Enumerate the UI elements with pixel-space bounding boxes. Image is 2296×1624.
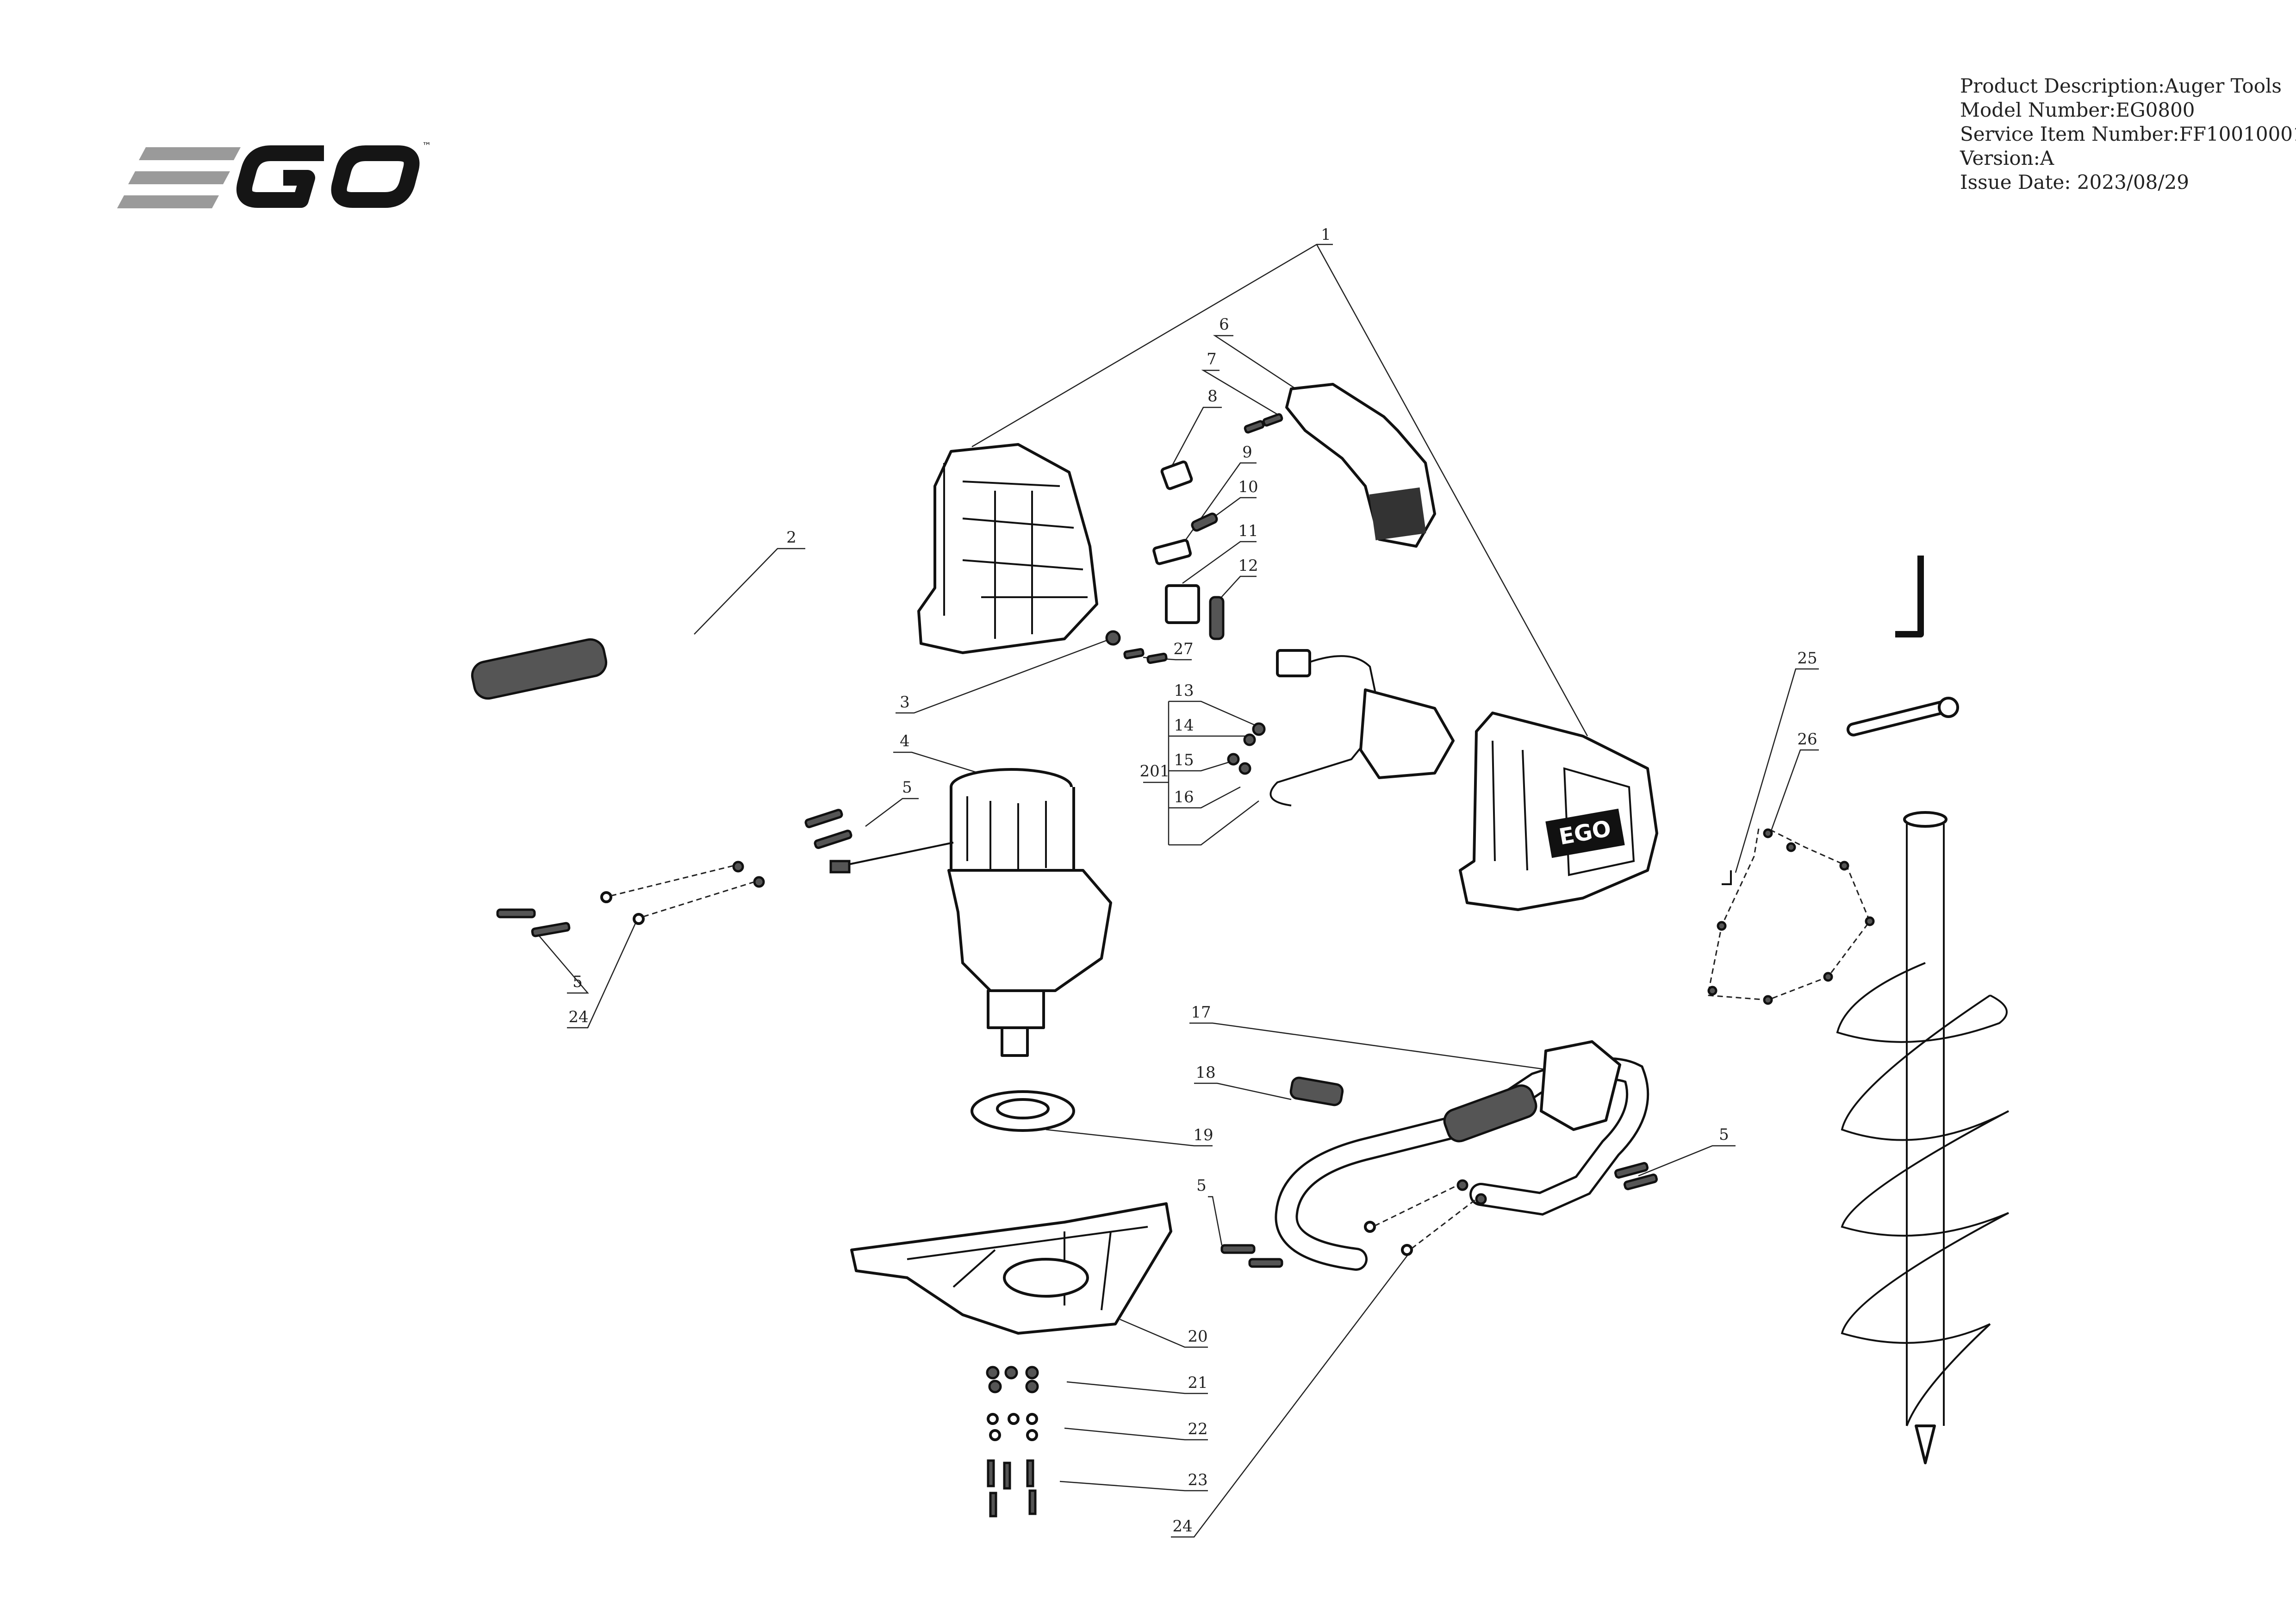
callout-6: 6 [1219,315,1229,334]
callout-22: 22 [1188,1420,1207,1438]
ego-logo: ™ [117,140,431,208]
callout-14: 14 [1174,716,1194,735]
small-switch-parts [1105,413,1283,664]
bolts-left [496,809,852,937]
callout-16: 16 [1174,788,1194,806]
logo-trademark: ™ [422,140,431,151]
callout-26: 26 [1797,730,1817,749]
callout-24-left: 24 [568,1008,588,1026]
auger-screws [1707,828,1875,1005]
callout-4: 4 [900,732,910,750]
bolts-right [1220,1162,1658,1268]
callout-21: 21 [1188,1374,1207,1392]
left-handlebar [339,633,738,942]
auger-bit [1836,811,2009,1464]
callout-1: 1 [1321,225,1331,244]
issue-date: Issue Date: 2023/08/29 [1960,171,2189,194]
mounting-ring [971,1090,1075,1132]
wiring-harness [1227,649,1455,806]
logo-e-bars [117,147,241,208]
callout-5-right: 5 [1719,1125,1729,1144]
callout-201: 201 [1140,762,1170,781]
callout-7: 7 [1207,350,1217,369]
callout-15: 15 [1174,751,1194,769]
callout-18: 18 [1195,1063,1215,1082]
callout-8: 8 [1207,387,1218,406]
service-item-number: Service Item Number:FF10010001S01 [1960,123,2296,145]
housing-left-half [917,443,1098,654]
callout-20: 20 [1188,1327,1207,1346]
callout-25: 25 [1797,649,1817,668]
right-handlebar [1275,1040,1649,1271]
callout-10: 10 [1238,478,1258,496]
grip-spring [1289,1076,1344,1106]
callout-5-upper: 5 [902,778,912,797]
trigger-cover [1285,383,1436,548]
callout-23: 23 [1188,1471,1207,1489]
logo-go-letters [236,145,420,208]
version: Version:A [1960,147,2054,169]
callout-12: 12 [1238,556,1258,575]
spanner-tool [1846,697,1959,737]
callout-13: 13 [1174,681,1194,700]
leader-lines [534,244,1819,1538]
callout-11: 11 [1238,522,1258,540]
callout-5-left: 5 [572,973,583,991]
housing-right-half: EGO [1459,712,1658,911]
callout-24-lower: 24 [1172,1517,1192,1536]
callout-5-lower: 5 [1196,1176,1207,1195]
hex-key-tool [1895,556,1924,637]
product-info-block: Product Description:Auger Tools Model Nu… [1960,74,2296,194]
callout-19: 19 [1193,1126,1213,1144]
tray-fasteners [986,1366,1039,1518]
base-tray [850,1202,1172,1335]
callout-27: 27 [1173,640,1193,658]
callout-2: 2 [786,528,796,547]
callout-labels: 1 2 3 4 5 5 5 5 6 7 8 9 10 11 12 13 14 1… [568,225,1817,1536]
callout-17: 17 [1191,1003,1211,1022]
model-number: Model Number:EG0800 [1960,99,2195,121]
callout-3: 3 [900,693,910,712]
motor-gearbox [829,768,1112,1057]
callout-9: 9 [1242,443,1252,462]
product-description: Product Description:Auger Tools [1960,75,2282,97]
